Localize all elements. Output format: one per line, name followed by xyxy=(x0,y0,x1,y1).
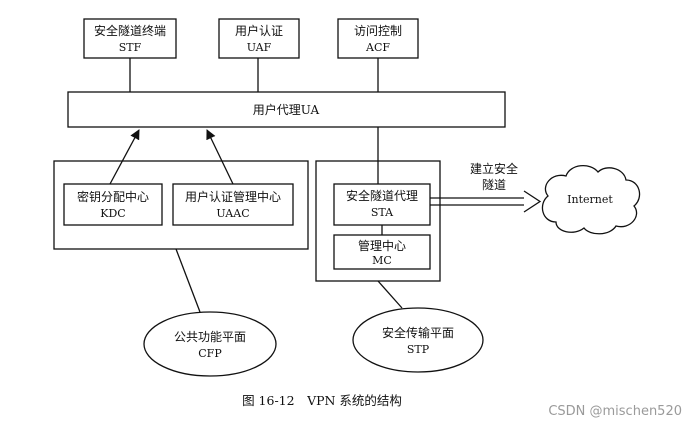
mc-box: 管理中心 MC xyxy=(333,234,431,270)
mc-abbr: MC xyxy=(372,254,392,267)
cfp-label: 公共功能平面 xyxy=(174,330,246,344)
cfp-plane-ellipse: 公共功能平面 CFP xyxy=(143,311,277,377)
kdc-abbr: KDC xyxy=(100,207,125,220)
stf-label: 安全隧道终端 xyxy=(94,23,166,38)
sta-abbr: STA xyxy=(371,206,394,219)
stf-abbr: STF xyxy=(119,41,142,54)
user-agent-label: 用户代理UA xyxy=(253,102,320,117)
figure-caption: 图 16-12 VPN 系统的结构 xyxy=(242,393,402,408)
stf-box: 安全隧道终端 STF xyxy=(83,18,177,59)
acf-abbr: ACF xyxy=(365,41,390,54)
internet-cloud-icon: Internet xyxy=(541,165,641,235)
kdc-box: 密钥分配中心 KDC xyxy=(63,183,163,226)
user-agent-box: 用户代理UA xyxy=(67,91,506,128)
secure-tunnel-arrow xyxy=(430,190,542,213)
uaac-abbr: UAAC xyxy=(216,207,249,220)
uaac-to-ua-arrow xyxy=(206,129,234,185)
acf-label: 访问控制 xyxy=(354,24,402,38)
kdc-to-ua-arrow xyxy=(109,129,140,185)
stp-plane-ellipse: 安全传输平面 STP xyxy=(352,307,484,373)
stp-connector xyxy=(377,280,403,309)
cfp-abbr: CFP xyxy=(198,347,222,360)
stp-abbr: STP xyxy=(407,343,430,356)
uaf-box: 用户认证 UAF xyxy=(218,18,300,59)
uaf-abbr: UAF xyxy=(247,41,272,54)
kdc-label: 密钥分配中心 xyxy=(77,189,149,204)
uaac-label: 用户认证管理中心 xyxy=(185,189,281,204)
uaf-label: 用户认证 xyxy=(235,23,283,38)
csdn-watermark: CSDN @mischen520 xyxy=(548,404,682,419)
internet-label: Internet xyxy=(567,193,613,206)
tunnel-label-line2: 隧道 xyxy=(482,177,506,192)
uaac-box: 用户认证管理中心 UAAC xyxy=(172,183,294,226)
tunnel-label-line1: 建立安全 xyxy=(470,161,518,176)
stp-label: 安全传输平面 xyxy=(382,325,454,340)
cfp-connector xyxy=(175,248,201,313)
acf-box: 访问控制 ACF xyxy=(337,18,419,59)
sta-label: 安全隧道代理 xyxy=(346,188,418,203)
mc-label: 管理中心 xyxy=(358,238,406,253)
sta-box: 安全隧道代理 STA xyxy=(333,183,431,226)
